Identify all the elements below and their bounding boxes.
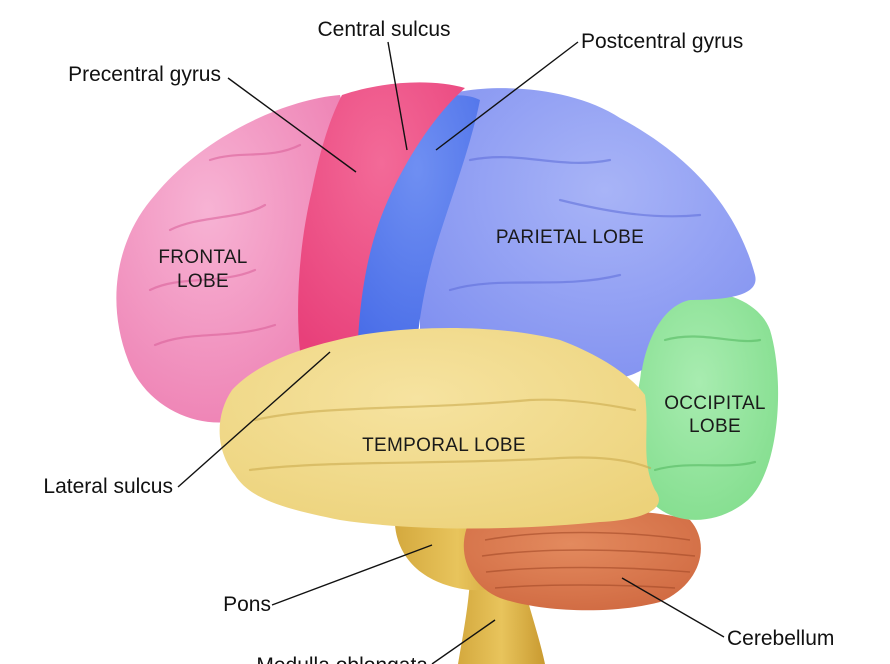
parietal-lobe-region <box>420 88 756 381</box>
postcentral-gyrus-leader <box>435 41 579 151</box>
precentral-gyrus-region <box>298 82 465 353</box>
central-sulcus-leader <box>387 41 408 151</box>
cerebellum-leader <box>621 577 725 638</box>
temporal-gyri-texture <box>248 398 652 472</box>
precentral-gyrus-leader <box>227 77 357 173</box>
occipital-lobe-region <box>634 290 779 520</box>
frontal-lobe-label-line2: LOBE <box>177 271 229 292</box>
frontal-lobe-region <box>116 95 345 423</box>
cerebellum-label: Cerebellum <box>727 627 834 650</box>
postcentral-gyrus-label: Postcentral gyrus <box>581 30 743 53</box>
frontal-gyri-texture <box>148 143 302 347</box>
parietal-gyri-texture <box>448 156 702 292</box>
pons-leader <box>271 544 433 606</box>
temporal-lobe-region <box>219 328 659 529</box>
medulla-oblongata-label: Medulla oblongata <box>256 654 428 664</box>
pons-label: Pons <box>223 593 271 616</box>
occipital-lobe-label-line1: OCCIPITAL <box>664 393 766 414</box>
postcentral-gyrus-region <box>354 95 480 340</box>
parietal-lobe-label: PARIETAL LOBE <box>496 227 644 248</box>
lateral-sulcus-label: Lateral sulcus <box>43 475 173 498</box>
occipital-lobe-label-line2: LOBE <box>689 416 741 437</box>
frontal-lobe-label-line1: FRONTAL <box>158 247 247 268</box>
lateral-sulcus-leader <box>177 351 331 488</box>
central-sulcus-label: Central sulcus <box>317 18 450 41</box>
occipital-gyri-texture <box>653 335 762 472</box>
medulla-oblongata-leader <box>431 619 496 664</box>
temporal-lobe-label: TEMPORAL LOBE <box>362 435 526 456</box>
precentral-gyrus-label: Precentral gyrus <box>68 63 221 86</box>
cerebellum-folia <box>481 531 696 589</box>
